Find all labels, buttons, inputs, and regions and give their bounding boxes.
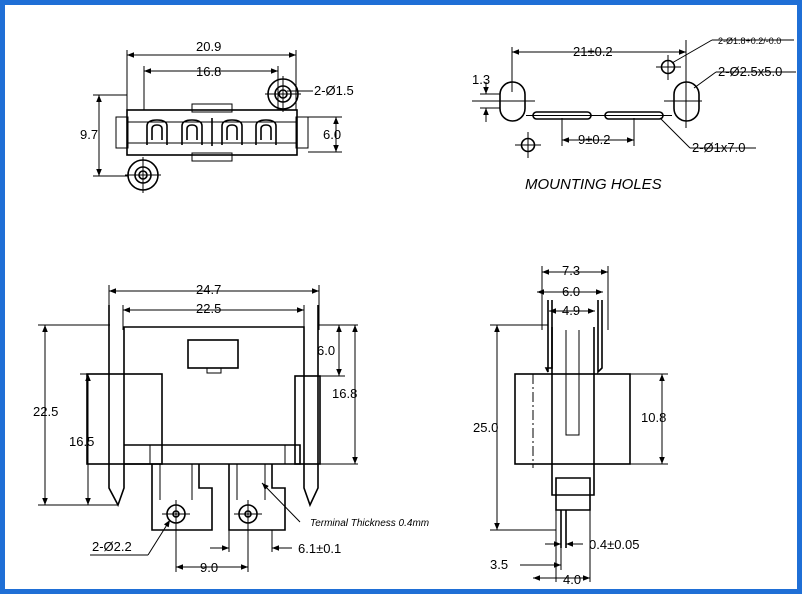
mounting-holes-view <box>472 39 796 158</box>
side-width-4-9: 4.9 <box>562 303 580 318</box>
mount-spacing-mid: 9±0.2 <box>578 132 610 147</box>
front-width-inner: 22.5 <box>196 301 221 316</box>
side-height-body: 10.8 <box>641 410 666 425</box>
top-view <box>93 50 342 193</box>
mount-slot-small: 2-Ø1x7.0 <box>692 140 745 155</box>
mount-height-left: 1.3 <box>472 72 490 87</box>
mount-small-hole: 2-Ø1.8+0.2/-0.0 <box>718 36 781 46</box>
side-base-width: 4.0 <box>563 572 581 587</box>
side-offset: 3.5 <box>490 557 508 572</box>
mount-slot-large: 2-Ø2.5x5.0 <box>718 64 782 79</box>
front-width-overall: 24.7 <box>196 282 221 297</box>
side-thickness: 0.4±0.05 <box>589 537 640 552</box>
side-height-total: 25.0 <box>473 420 498 435</box>
top-height-right: 6.0 <box>323 127 341 142</box>
mount-spacing-top: 21±0.2 <box>573 44 613 59</box>
side-width-7-3: 7.3 <box>562 263 580 278</box>
top-width-inner: 16.8 <box>196 64 221 79</box>
top-hole-label: 2-Ø1.5 <box>314 83 354 98</box>
front-terminal-note: Terminal Thickness 0.4mm <box>310 518 429 529</box>
front-pin-pitch: 6.1±0.1 <box>298 541 341 556</box>
mount-title: MOUNTING HOLES <box>525 176 662 193</box>
front-view <box>38 285 358 572</box>
front-height-left-inner: 16.5 <box>69 434 94 449</box>
front-spacing-bottom: 9.0 <box>200 560 218 575</box>
top-width-overall: 20.9 <box>196 39 221 54</box>
side-view <box>490 266 668 582</box>
side-width-6-0: 6.0 <box>562 284 580 299</box>
front-height-left-outer: 22.5 <box>33 404 58 419</box>
top-height-left: 9.7 <box>80 127 98 142</box>
dimension-labels: 20.9 16.8 2-Ø1.5 9.7 6.0 21±0.2 2-Ø1.8+0… <box>33 36 782 587</box>
front-height-right: 16.8 <box>332 386 357 401</box>
front-terminal-hole: 2-Ø2.2 <box>92 539 132 554</box>
front-dim-6: 6.0 <box>317 343 335 358</box>
